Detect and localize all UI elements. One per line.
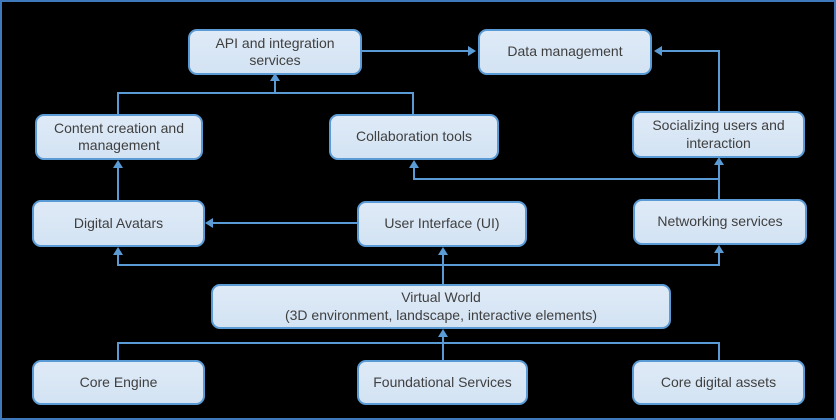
connector-topbus-to-api	[274, 81, 276, 93]
node-virtual-world: Virtual World (3D environment, landscape…	[211, 284, 671, 329]
connector-networking-to-collaboration-vertical	[413, 167, 415, 178]
node-label: Foundational Services	[373, 373, 512, 390]
node-networking-services: Networking services	[633, 199, 807, 245]
arrowhead-into-avatars-right	[205, 218, 213, 228]
node-label: Data management	[507, 43, 623, 60]
node-label: Socializing users and interaction	[652, 117, 785, 151]
connector-midbus-to-networking	[718, 252, 720, 264]
node-label: Content creation and management	[54, 119, 184, 153]
connector-bottombus-horizontal	[117, 342, 720, 344]
connector-midbus-to-avatars	[117, 254, 119, 264]
arrowhead-into-ui	[438, 247, 448, 255]
node-label: Core digital assets	[660, 373, 777, 390]
node-label: Virtual World	[401, 289, 481, 306]
node-label: Networking services	[657, 213, 783, 230]
node-label: Core Engine	[79, 373, 158, 390]
arrowhead-into-networking	[714, 245, 724, 253]
connector-midbus-horizontal	[117, 264, 720, 266]
connector-socializing-to-datamanagement-vertical	[718, 50, 720, 111]
connector-collaboration-to-topbus	[412, 92, 414, 114]
arrowhead-into-avatars-bottom	[113, 247, 123, 255]
node-api-and-integration-services: API and integration services	[188, 29, 362, 75]
node-label: User Interface (UI)	[384, 215, 500, 232]
connector-socializing-to-datamanagement-horizontal	[662, 50, 720, 52]
arrowhead-into-datamanagement-right	[654, 46, 662, 56]
connector-networking-to-socializing	[718, 165, 720, 199]
connector-virtualworld-to-ui	[442, 255, 444, 284]
connector-topbus-horizontal	[117, 92, 414, 94]
connector-avatars-to-content	[117, 167, 119, 200]
connector-content-to-topbus	[117, 92, 119, 114]
node-label: Digital Avatars	[73, 214, 164, 231]
node-core-digital-assets: Core digital assets	[632, 360, 805, 405]
arrowhead-into-content	[113, 160, 123, 168]
connector-foundational-to-virtualworld	[442, 337, 444, 360]
node-user-interface: User Interface (UI)	[357, 201, 527, 247]
connector-networking-to-collaboration-horizontal	[413, 178, 720, 180]
arrowhead-into-datamanagement-left	[468, 46, 476, 56]
connector-coreassets-to-bottombus	[718, 342, 720, 360]
node-core-engine: Core Engine	[32, 360, 205, 405]
arrowhead-into-api	[270, 73, 280, 81]
arrowhead-into-socializing	[714, 157, 724, 165]
connector-ui-to-avatars	[213, 222, 357, 224]
connector-api-to-datamanagement	[362, 50, 469, 52]
node-data-management: Data management	[478, 29, 652, 75]
node-foundational-services: Foundational Services	[357, 360, 528, 405]
node-sublabel: (3D environment, landscape, interactive …	[284, 306, 598, 323]
connector-coreengine-to-bottombus	[117, 342, 119, 360]
node-socializing-users-and-interaction: Socializing users and interaction	[632, 111, 805, 158]
node-collaboration-tools: Collaboration tools	[329, 114, 499, 160]
node-digital-avatars: Digital Avatars	[32, 200, 205, 247]
arrowhead-into-collaboration	[409, 160, 419, 168]
node-label: Collaboration tools	[356, 128, 472, 145]
arrowhead-into-virtualworld	[438, 329, 448, 337]
node-label: API and integration services	[215, 34, 335, 68]
node-content-creation-and-management: Content creation and management	[35, 114, 203, 160]
